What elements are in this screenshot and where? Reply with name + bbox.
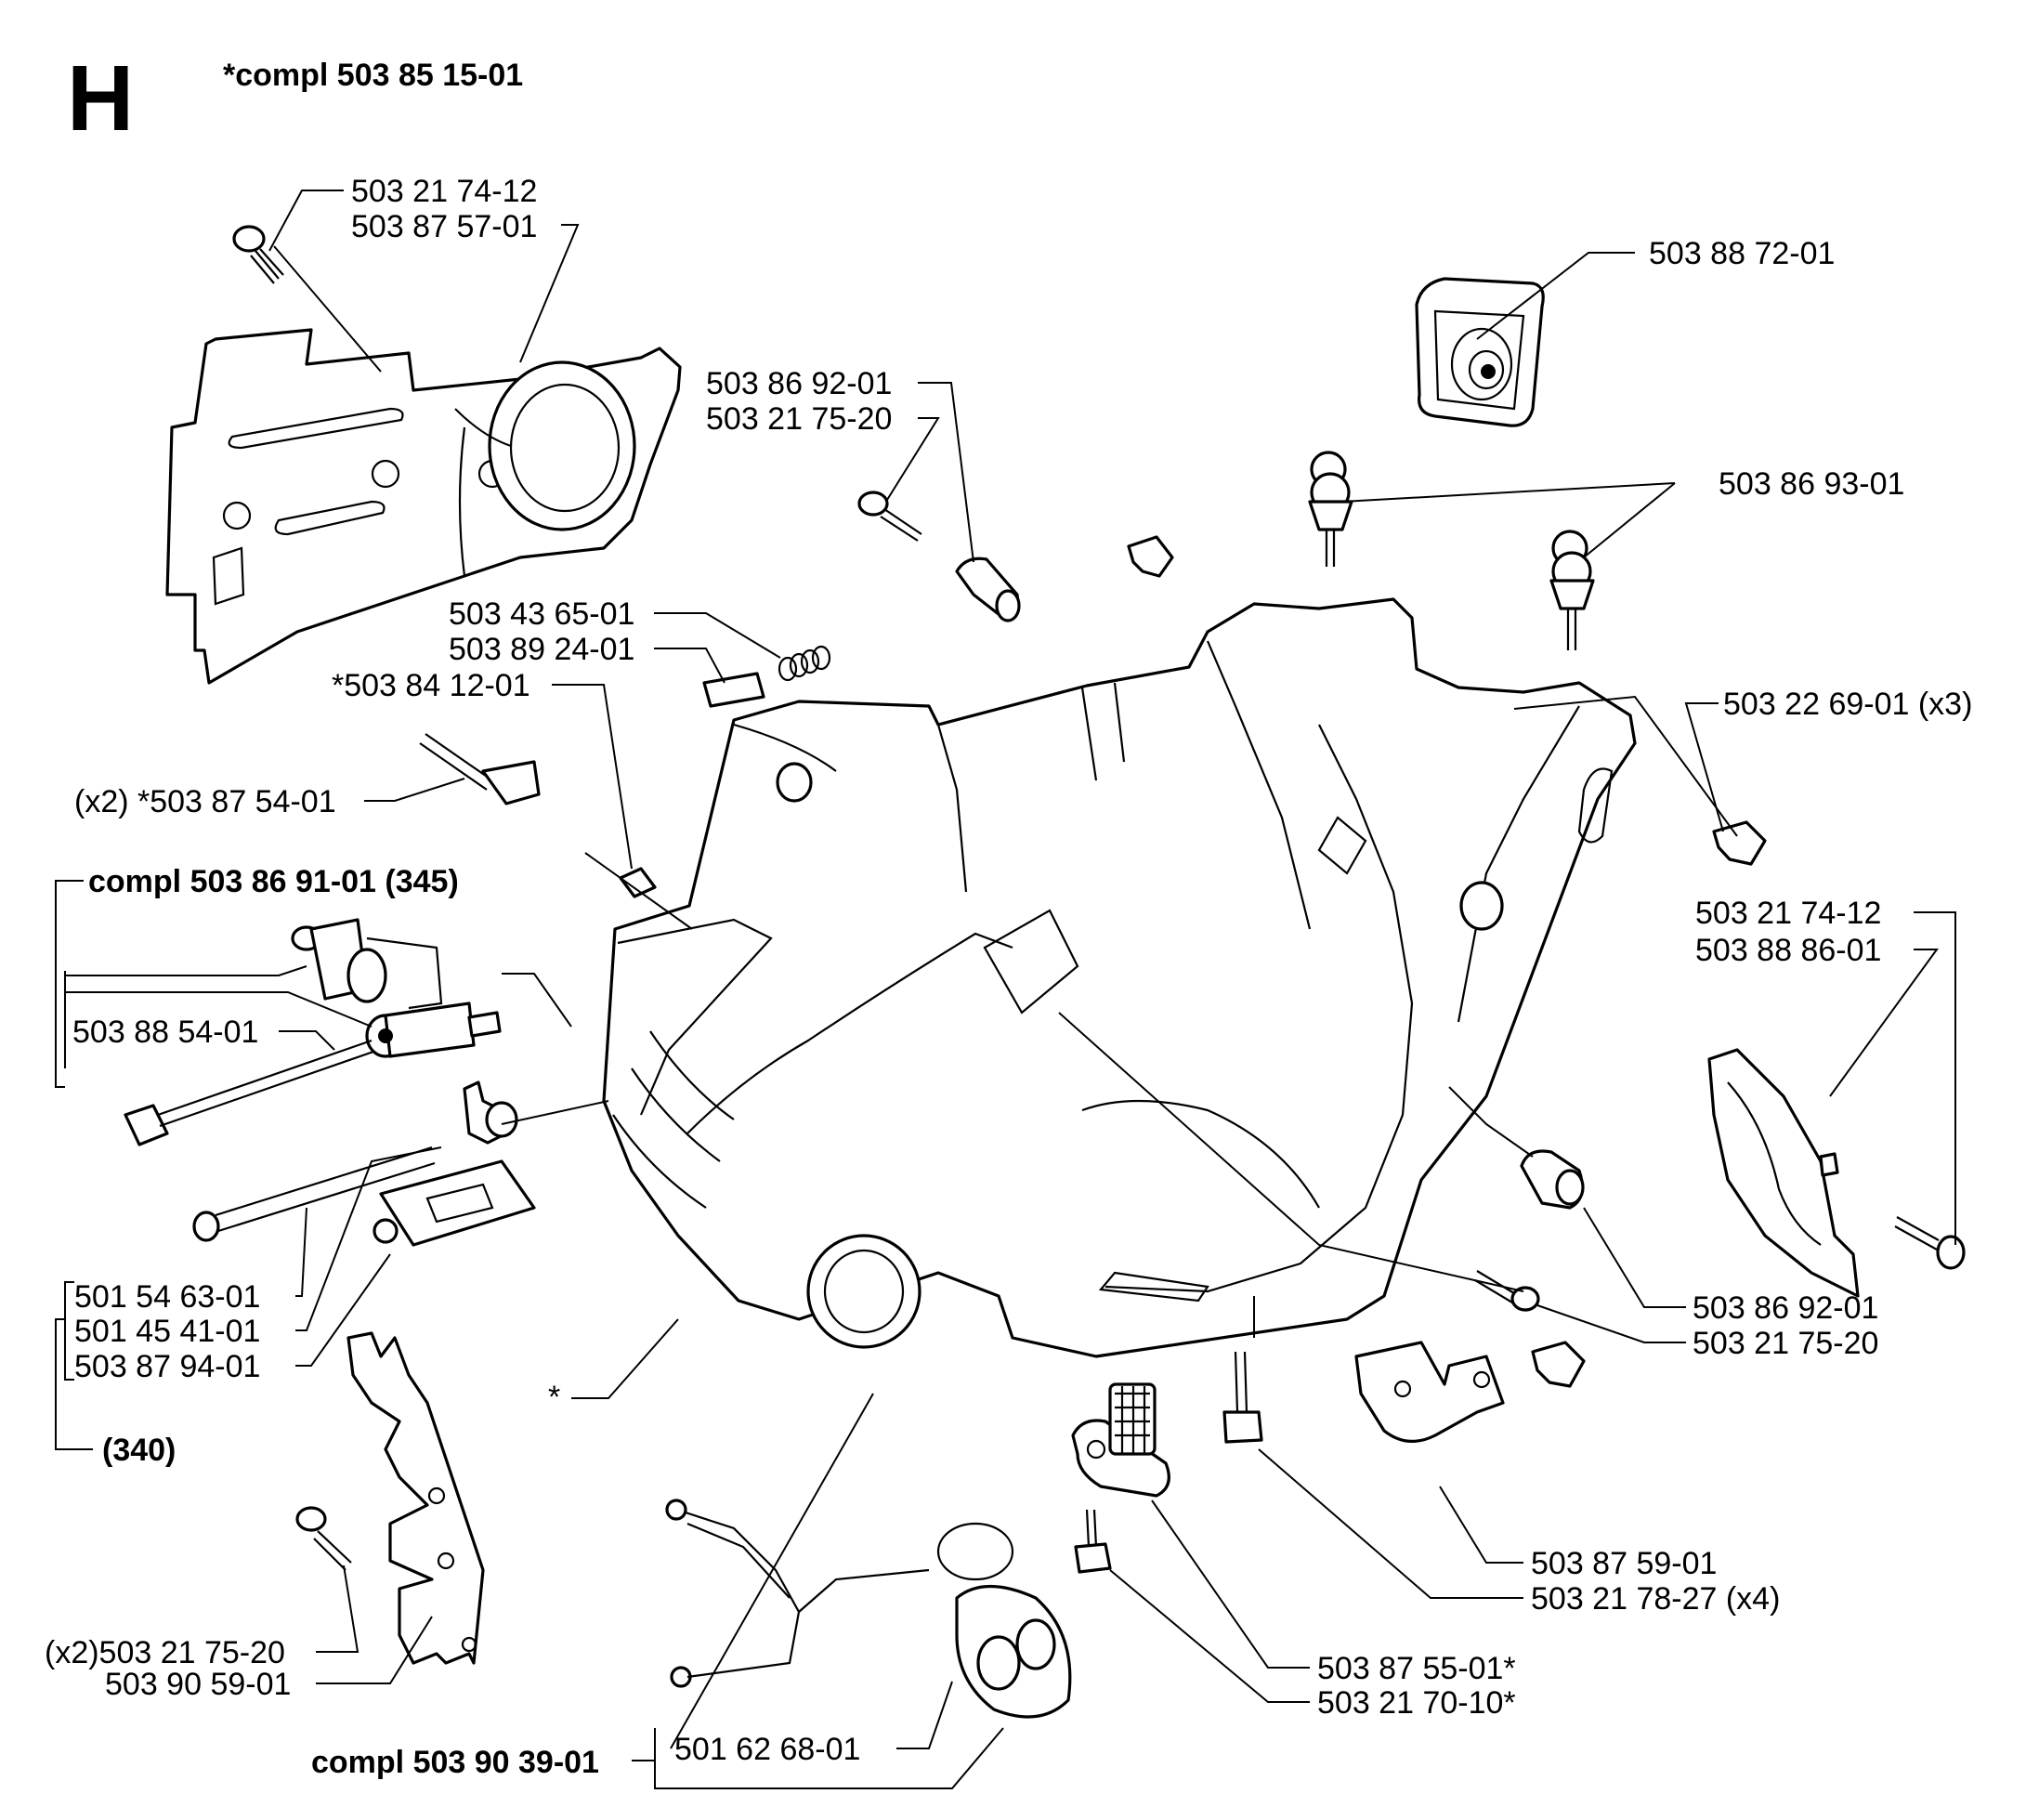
label-locking-screw: (x2) *503 87 54-01 <box>74 784 336 819</box>
label-screw-right: 503 21 75-20 <box>1693 1326 1878 1361</box>
guard-plate <box>1707 1048 1860 1298</box>
part-labels: 503 21 74-12 503 87 57-01 503 88 72-01 5… <box>45 174 1972 1780</box>
label-screw-top: 503 21 75-20 <box>706 401 892 437</box>
tank-cap <box>936 1522 1072 1719</box>
label-compl-cap: compl 503 90 39-01 <box>311 1745 599 1780</box>
leader-lines <box>55 190 1956 1789</box>
spacer-top <box>955 556 1021 622</box>
guard-screw <box>1894 1216 1966 1270</box>
label-crankcase: * <box>548 1380 560 1415</box>
locking-screw <box>419 733 541 805</box>
quick-release-knob-1 <box>1308 451 1353 567</box>
spike-screw <box>295 1506 352 1571</box>
label-oil-pump: 503 87 55-01* <box>1317 1651 1516 1686</box>
label-spike-screw: (x2)503 21 75-20 <box>45 1635 285 1670</box>
label-cover-screw: 503 21 74-12 <box>351 174 537 209</box>
adjust-screw <box>192 1146 436 1242</box>
mesh-insert <box>619 867 657 898</box>
label-tension-slide: 503 87 94-01 <box>74 1349 260 1384</box>
label-spacer-top: 503 86 92-01 <box>706 366 892 401</box>
tensioner-screw <box>124 1039 374 1146</box>
clutch-cover <box>165 328 682 685</box>
label-guard-screw: 503 21 74-12 <box>1695 896 1881 931</box>
air-filter <box>1415 277 1545 427</box>
label-air-filter: 503 88 72-01 <box>1649 236 1835 271</box>
quick-release-knob-2 <box>1549 530 1595 650</box>
screw-top <box>857 491 922 542</box>
adjust-nut <box>463 1080 518 1145</box>
tensioner-gear <box>365 1002 502 1058</box>
label-clip: 503 22 69-01 (x3) <box>1723 687 1972 722</box>
label-cover: 503 87 57-01 <box>351 209 537 244</box>
label-spring: 503 43 65-01 <box>449 596 634 632</box>
catcher-screw <box>1222 1351 1263 1444</box>
oil-pump <box>1071 1382 1170 1498</box>
clip-right <box>1712 820 1767 866</box>
label-spacer-right: 503 86 92-01 <box>1693 1290 1878 1326</box>
label-star-part: *503 84 12-01 <box>332 668 530 703</box>
tension-slide <box>373 1159 536 1247</box>
bumper-spike <box>346 1331 485 1665</box>
clip-top <box>1127 535 1174 578</box>
label-tensioner-screw: 503 88 54-01 <box>72 1015 258 1050</box>
label-compl-tensioner: compl 503 86 91-01 (345) <box>88 864 459 899</box>
label-catcher-screws: 503 21 78-27 (x4) <box>1531 1581 1780 1617</box>
spacer-right <box>1520 1149 1585 1210</box>
label-chain-catcher: 503 87 59-01 <box>1531 1546 1717 1581</box>
label-guard-plate: 503 88 86-01 <box>1695 933 1881 968</box>
tensioner-bracket <box>291 918 443 1010</box>
label-adjust-nut: 501 45 41-01 <box>74 1314 260 1349</box>
crankcase <box>602 597 1637 1358</box>
cover-screw <box>232 225 284 284</box>
label-spring-seat: 503 89 24-01 <box>449 632 634 667</box>
screw-right <box>1474 1270 1540 1312</box>
clip-bottom <box>1531 1341 1586 1388</box>
spring-seat <box>702 672 765 708</box>
assembly-note: *compl 503 85 15-01 <box>223 58 523 93</box>
label-pump-screw: 503 21 70-10* <box>1317 1685 1516 1721</box>
chain-catcher <box>1354 1341 1505 1443</box>
pump-screw <box>1074 1509 1112 1574</box>
label-bumper-spike: 503 90 59-01 <box>105 1667 291 1702</box>
spring <box>778 645 831 682</box>
fuel-line <box>665 1499 930 1688</box>
label-fuel-line: 501 62 68-01 <box>674 1732 860 1767</box>
label-quick-release: 503 86 93-01 <box>1719 466 1904 502</box>
label-adjust-screw: 501 54 63-01 <box>74 1279 260 1315</box>
label-compl-340: (340) <box>102 1433 176 1468</box>
section-letter: H <box>67 46 134 151</box>
